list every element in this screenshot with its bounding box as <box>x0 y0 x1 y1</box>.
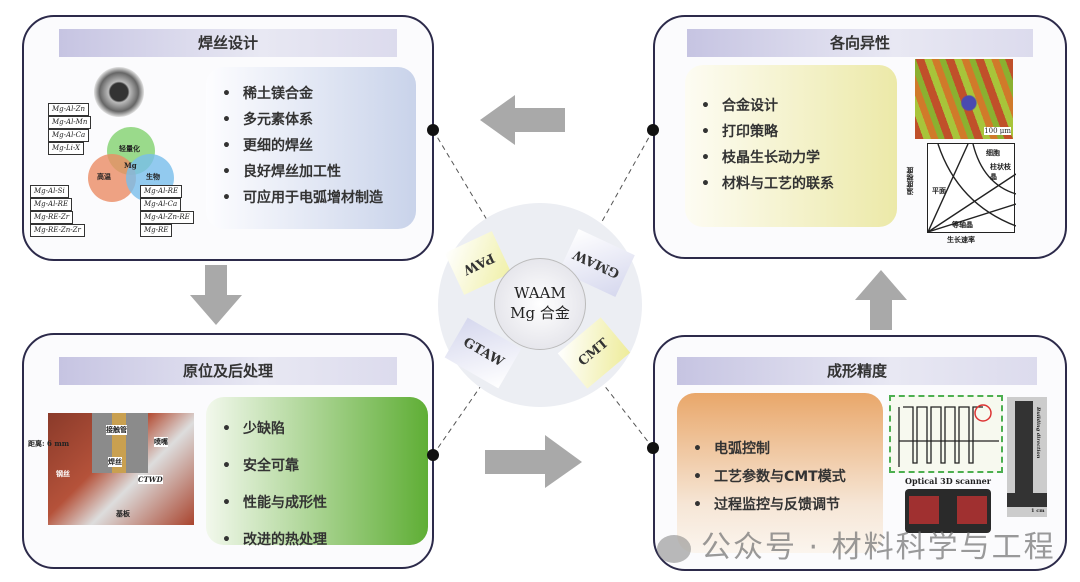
panel-in-situ: 原位及后处理 接触管 喷嘴 焊丝 钢丝 CTWD 基板 距离: 6 mm 少缺陷… <box>22 333 434 569</box>
bullet-item: 多元素体系 <box>222 107 400 133</box>
label-columnar: 柱状枝晶 <box>990 162 1011 181</box>
panel-title: 原位及后处理 <box>59 357 397 385</box>
panel-title: 成形精度 <box>677 357 1037 385</box>
direction-label: Building direction <box>1035 407 1041 459</box>
venn-label-right: 生物 <box>146 172 160 181</box>
bullet-item: 合金设计 <box>701 93 881 119</box>
center-hub: WAAM Mg 合金 <box>494 258 586 350</box>
x-axis-label: 生长速率 <box>947 235 975 244</box>
ebsd-micrograph: 100 μm <box>915 59 1013 139</box>
bullet-list: 合金设计 打印策略 枝晶生长动力学 材料与工艺的联系 <box>685 65 897 227</box>
panel-title: 焊丝设计 <box>59 29 397 57</box>
label-contact-tube: 接触管 <box>106 425 127 435</box>
watermark: 公众号 · 材料科学与工程 <box>657 522 1056 566</box>
connector-dot <box>427 449 439 461</box>
panel-title: 各向异性 <box>687 29 1033 57</box>
welding-torch-figure: 接触管 喷嘴 焊丝 钢丝 CTWD 基板 <box>48 413 194 525</box>
center-title: WAAM <box>514 284 566 302</box>
bullet-item: 材料与工艺的联系 <box>701 171 881 197</box>
alloy-tag: Mg-Al-Zn-RE <box>140 211 194 224</box>
alloy-tag: Mg-Al-Mn <box>48 116 92 129</box>
cmt-waveform-figure <box>889 395 1003 473</box>
connector-dot <box>647 124 659 136</box>
process-label: GTAW <box>460 335 507 371</box>
alloy-tag: Mg-RE-Zr <box>30 211 74 224</box>
bullet-item: 过程监控与反馈调节 <box>693 491 867 519</box>
process-label: CMT <box>575 335 612 370</box>
bullet-list: 少缺陷 安全可靠 性能与成形性 改进的热处理 <box>206 397 428 548</box>
alloy-tag: Mg-Al-RE <box>30 198 73 211</box>
alloy-tag: Mg-Al-Si <box>30 185 69 198</box>
label-substrate: 基板 <box>116 509 130 518</box>
connector-dot <box>647 442 659 454</box>
arrow-up-icon <box>855 270 907 330</box>
bullet-item: 改进的热处理 <box>222 522 412 559</box>
connector-br <box>599 379 654 449</box>
bullet-item: 更细的焊丝 <box>222 133 400 159</box>
label-cell: 细胞 <box>986 148 1000 157</box>
printed-wall-figure: Building direction 1 cm <box>1007 397 1047 517</box>
label-wire: 焊丝 <box>108 457 122 467</box>
connector-tr <box>599 129 654 226</box>
arrow-down-icon <box>190 265 242 325</box>
panel-wire-design: 焊丝设计 轻量化 高温 生物 Mg Mg-Al-Zn Mg-Al-Mn Mg-A… <box>22 15 434 261</box>
alloy-tag: Mg-Al-Ca <box>140 198 182 211</box>
wire-spool-icon <box>94 67 144 117</box>
alloy-tag: Mg-Li-X <box>48 142 84 155</box>
label-ctwd: CTWD <box>138 475 163 484</box>
bullet-item: 电弧控制 <box>693 435 867 463</box>
optical-3d-scanner-icon <box>905 489 991 533</box>
venn-label-top: 轻量化 <box>119 144 140 153</box>
venn-label-left: 高温 <box>97 172 111 181</box>
label-equiaxed: 等轴晶 <box>952 220 973 229</box>
bullet-item: 性能与成形性 <box>222 485 412 522</box>
solidification-map: 细胞 柱状枝晶 平面 等轴晶 <box>927 143 1016 233</box>
watermark-text: 公众号 · 材料科学与工程 <box>701 530 1056 565</box>
venn-label-center: Mg <box>124 161 137 170</box>
bullet-item: 打印策略 <box>701 119 881 145</box>
bullet-item: 少缺陷 <box>222 411 412 448</box>
bullet-list: 电弧控制 工艺参数与CMT模式 过程监控与反馈调节 <box>677 393 883 553</box>
center-subtitle: Mg 合金 <box>510 304 570 322</box>
label-planar: 平面 <box>932 186 946 195</box>
bullet-item: 枝晶生长动力学 <box>701 145 881 171</box>
bullet-item: 安全可靠 <box>222 448 412 485</box>
bullet-item: 稀土镁合金 <box>222 81 400 107</box>
scale-label: 100 μm <box>984 127 1011 135</box>
label-distance: 距离: 6 mm <box>28 439 70 448</box>
alloy-tag: Mg-Al-Ca <box>48 129 90 142</box>
connector-bl <box>432 379 486 456</box>
arrow-right-icon <box>485 435 582 488</box>
alloy-tag: Mg-RE-Zn-Zr <box>30 224 85 237</box>
bullet-list: 稀土镁合金 多元素体系 更细的焊丝 良好焊丝加工性 可应用于电弧增材制造 <box>206 67 416 229</box>
alloy-tag: Mg-RE <box>140 224 173 237</box>
connector-tl <box>432 129 491 226</box>
scanner-label: Optical 3D scanner <box>905 476 991 486</box>
label-nozzle: 喷嘴 <box>154 437 168 447</box>
wechat-icon <box>657 534 691 563</box>
arrow-left-icon <box>480 95 565 145</box>
y-axis-label: 温度梯度 <box>905 167 914 195</box>
bullet-item: 工艺参数与CMT模式 <box>693 463 867 491</box>
bullet-item: 良好焊丝加工性 <box>222 159 400 185</box>
alloy-tag: Mg-Al-RE <box>140 185 183 198</box>
panel-anisotropy: 各向异性 合金设计 打印策略 枝晶生长动力学 材料与工艺的联系 100 μm 细… <box>653 15 1067 259</box>
connector-dot <box>427 124 439 136</box>
alloy-tag: Mg-Al-Zn <box>48 103 90 116</box>
label-steel: 钢丝 <box>56 469 70 478</box>
bullet-item: 可应用于电弧增材制造 <box>222 185 400 211</box>
scale-label: 1 cm <box>1031 508 1045 514</box>
